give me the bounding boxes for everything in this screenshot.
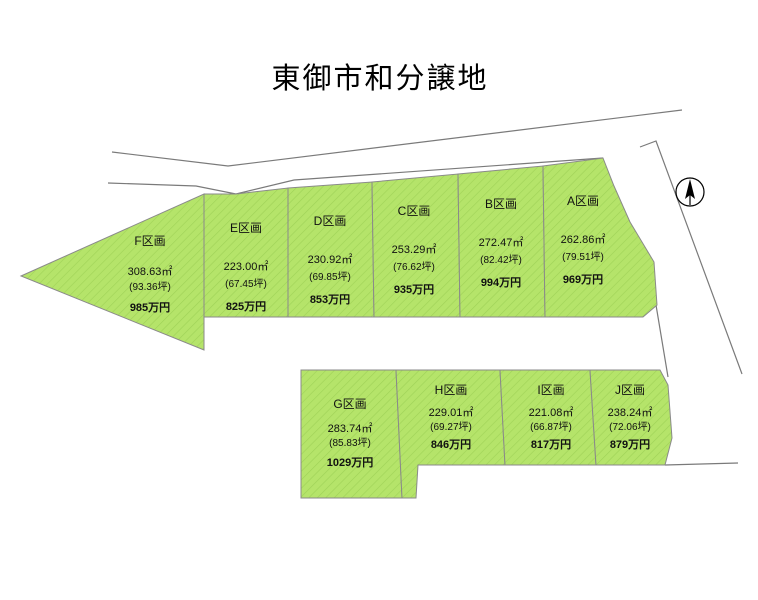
- lot-F-price: 985万円: [130, 301, 170, 314]
- lot-E-area: 223.00㎡: [224, 260, 269, 273]
- lot-B-tsubo: (82.42坪): [480, 253, 522, 266]
- lot-E-label: E区画 223.00㎡ (67.45坪) 825万円: [224, 221, 269, 313]
- lot-J-tsubo: (72.06坪): [609, 420, 651, 433]
- lot-A-area: 262.86㎡: [561, 233, 606, 246]
- lot-H-area: 229.01㎡: [429, 406, 474, 419]
- lot-D-label: D区画 230.92㎡ (69.85坪) 853万円: [308, 214, 353, 306]
- lot-H-price: 846万円: [431, 438, 471, 451]
- lot-F-tsubo: (93.36坪): [129, 280, 171, 293]
- south-road-edge: [664, 462, 739, 466]
- lot-G-tsubo: (85.83坪): [329, 436, 371, 449]
- lot-I-tsubo: (66.87坪): [530, 420, 572, 433]
- lot-F-parcel[interactable]: [19, 193, 205, 351]
- lot-H-tsubo: (69.27坪): [430, 420, 472, 433]
- roads: [107, 109, 743, 466]
- lot-B-area: 272.47㎡: [479, 236, 524, 249]
- lot-I-price: 817万円: [531, 438, 571, 451]
- lot-B-name: B区画: [485, 197, 517, 211]
- east-road-edge: [639, 140, 743, 375]
- north-arrow-icon: [675, 177, 705, 207]
- lot-I-area: 221.08㎡: [529, 406, 574, 419]
- lot-G-label: G区画 283.74㎡(85.83坪) 1029万円: [327, 397, 373, 469]
- lot-E-price: 825万円: [226, 300, 266, 313]
- lot-G-name: G区画: [333, 397, 366, 411]
- lot-D-area: 230.92㎡: [308, 253, 353, 266]
- lot-J-price: 879万円: [610, 438, 650, 451]
- lot-J-name: J区画: [615, 383, 645, 397]
- lots: [19, 157, 673, 499]
- lot-C-label: C区画 253.29㎡ (76.62坪) 935万円: [392, 204, 437, 296]
- lot-C-name: C区画: [398, 204, 431, 218]
- lot-C-area: 253.29㎡: [392, 243, 437, 256]
- north-road-edge: [111, 109, 683, 167]
- map-title: 東御市和分譲地: [271, 61, 488, 95]
- lot-H-name: H区画: [435, 383, 468, 397]
- lot-J-area: 238.24㎡: [608, 406, 653, 419]
- lot-D-tsubo: (69.85坪): [309, 270, 351, 283]
- lot-G-price: 1029万円: [327, 456, 373, 469]
- lot-F-name: F区画: [134, 234, 165, 248]
- lot-E-tsubo: (67.45坪): [225, 277, 267, 290]
- lot-I-name: I区画: [537, 383, 564, 397]
- lot-labels: A区画 262.86㎡ (79.51坪) 969万円 B区画 272.47㎡ (82.42坪…: [128, 194, 653, 469]
- lot-A-parcel[interactable]: [542, 157, 658, 318]
- lot-B-label: B区画 272.47㎡ (82.42坪) 994万円: [479, 197, 524, 289]
- lot-E-name: E区画: [230, 221, 262, 235]
- lot-F-label: F区画 308.63㎡ (93.36坪) 985万円: [128, 234, 173, 314]
- east-road-edge-inner: [655, 304, 669, 378]
- lot-C-tsubo: (76.62坪): [393, 260, 435, 273]
- lot-D-price: 853万円: [310, 293, 350, 306]
- lot-A-price: 969万円: [563, 273, 603, 286]
- lot-J-parcel[interactable]: [589, 369, 673, 466]
- lot-H-label: H区画 229.01㎡(69.27坪) 846万円: [429, 383, 474, 451]
- lot-B-price: 994万円: [481, 276, 521, 289]
- lot-A-label: A区画 262.86㎡ (79.51坪) 969万円: [561, 194, 606, 286]
- lot-A-name: A区画: [567, 194, 599, 208]
- lot-C-price: 935万円: [394, 283, 434, 296]
- lot-E-parcel[interactable]: [203, 187, 289, 318]
- lot-F-area: 308.63㎡: [128, 265, 173, 278]
- lot-A-tsubo: (79.51坪): [562, 250, 604, 263]
- lot-I-label: I区画 221.08㎡(66.87坪) 817万円: [529, 383, 574, 451]
- lot-G-area: 283.74㎡: [328, 422, 373, 435]
- lot-D-name: D区画: [314, 214, 347, 228]
- lot-J-label: J区画 238.24㎡(72.06坪) 879万円: [608, 383, 653, 451]
